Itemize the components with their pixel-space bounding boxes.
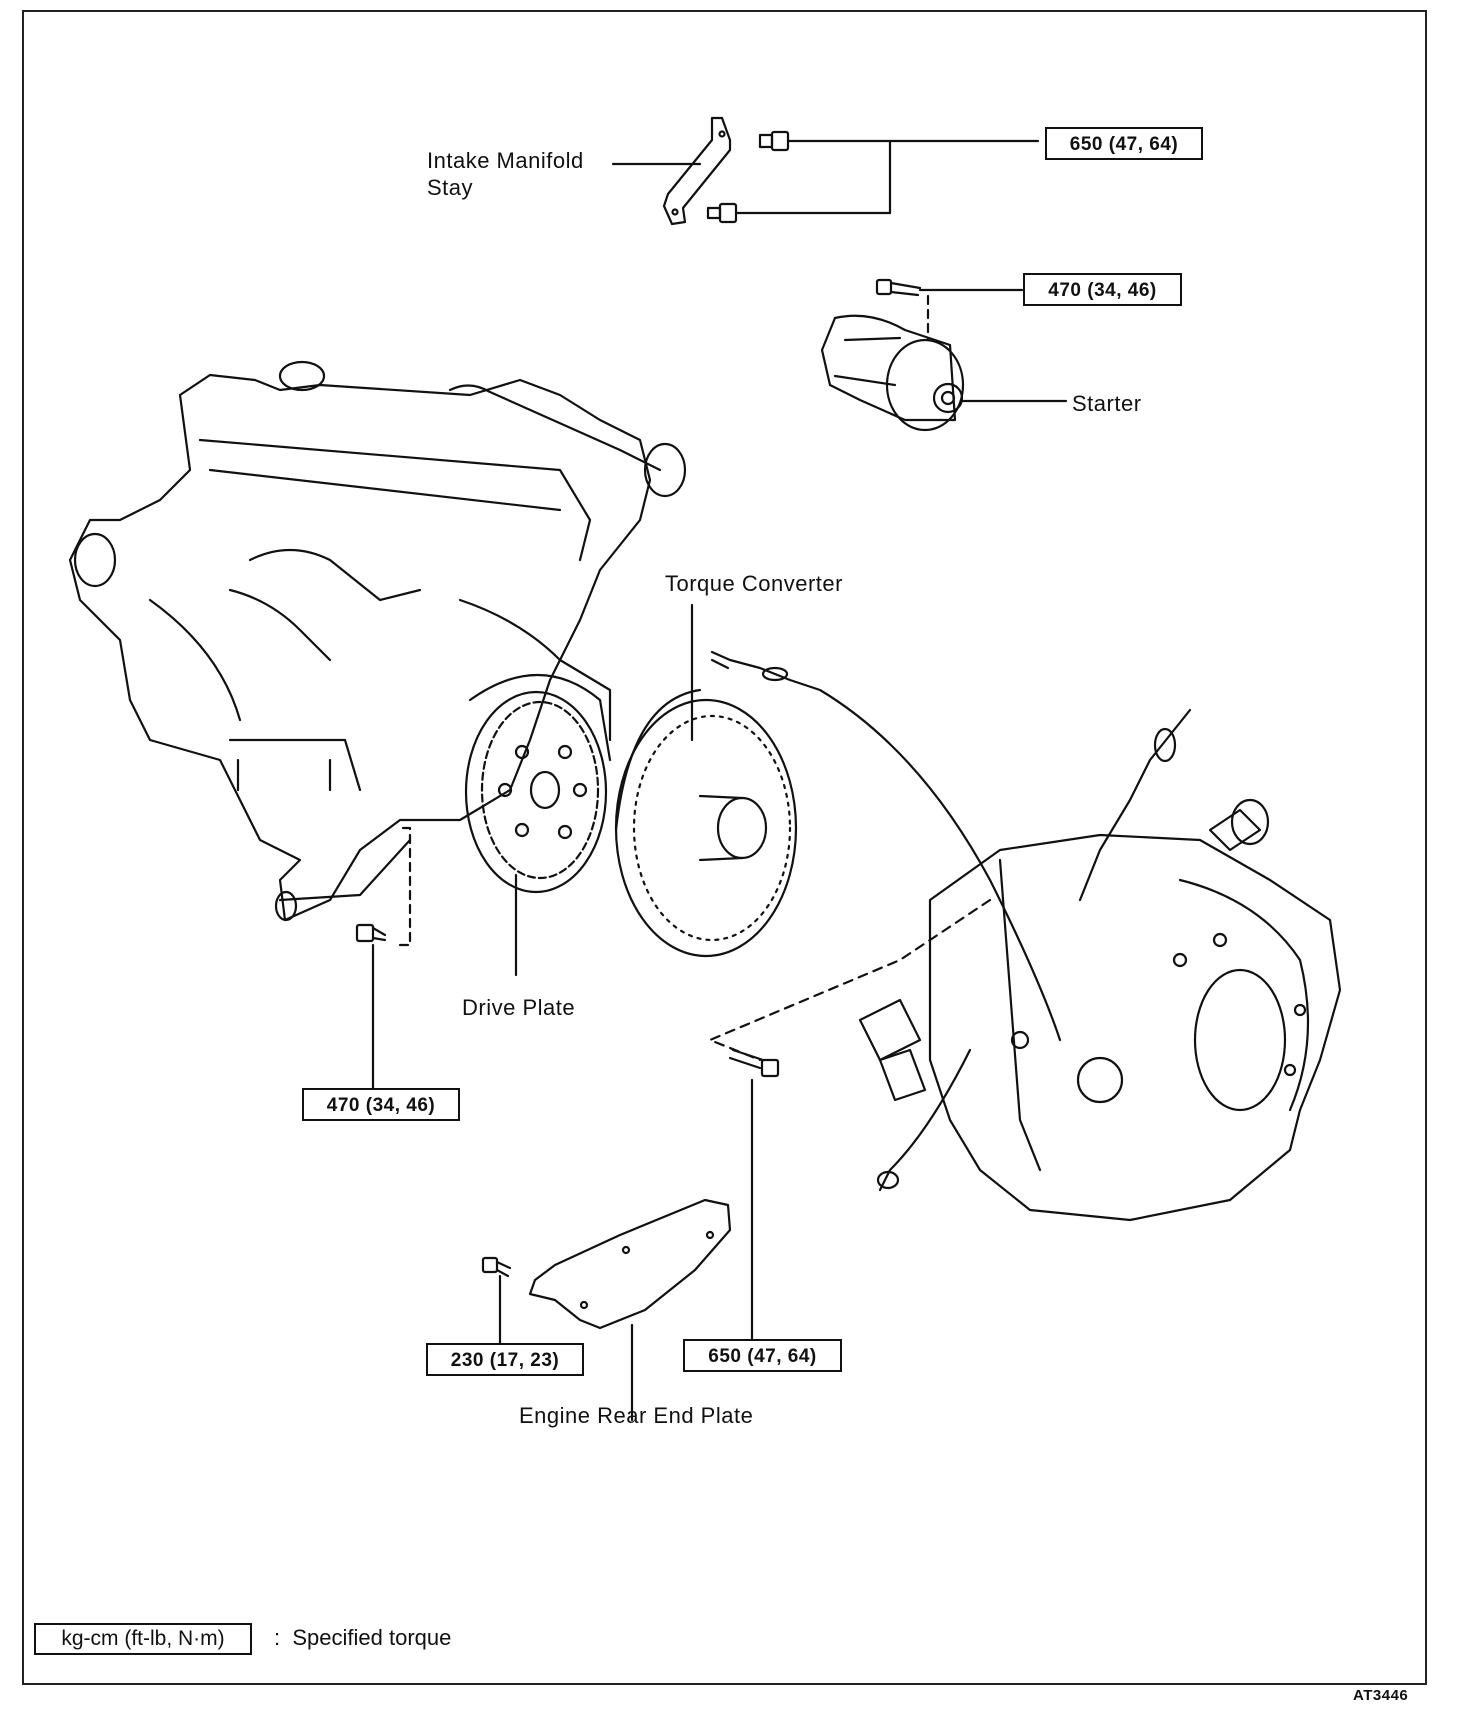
legend-separator: : — [274, 1625, 281, 1650]
rear-end-plate-bolt — [481, 1256, 512, 1352]
legend-text: Specified torque — [292, 1625, 452, 1650]
torque-box-manifold-stay: 650 (47, 64) — [1045, 127, 1203, 160]
drive-plate-part — [464, 674, 612, 894]
engine-rear-end-plate-label: Engine Rear End Plate — [519, 1403, 754, 1428]
starter-bolt — [875, 278, 1024, 342]
torque-converter-part — [614, 688, 798, 958]
torque-box-engine-side: 470 (34, 46) — [302, 1088, 460, 1121]
throttle-cable — [710, 650, 1192, 1042]
figure-reference: AT3446 — [1353, 1687, 1409, 1704]
transaxle-assembly — [858, 798, 1342, 1222]
torque-box-starter: 470 (34, 46) — [1023, 273, 1182, 306]
engine-rear-end-plate-part — [528, 1198, 732, 1422]
torque-converter-label: Torque Converter — [665, 571, 843, 596]
legend-units-box: kg-cm (ft-lb, N·m) — [34, 1623, 252, 1655]
starter-label: Starter — [1072, 391, 1142, 416]
engine-block — [68, 360, 687, 922]
transaxle-locator-line — [708, 898, 992, 1062]
torque-box-transaxle: 650 (47, 64) — [683, 1339, 842, 1372]
intake-manifold-stay-label: Intake Manifold Stay — [427, 148, 584, 200]
drive-plate-label: Drive Plate — [462, 995, 576, 1020]
manifold-stay-bolt-upper — [758, 130, 1040, 152]
legend-description: : Specified torque — [274, 1624, 451, 1652]
figure-frame — [22, 10, 1427, 1685]
manifold-stay-bolt-lower — [706, 139, 892, 224]
engine-side-bolt — [355, 826, 412, 1095]
torque-box-rear-end-plate: 230 (17, 23) — [426, 1343, 584, 1376]
transaxle-bolt — [728, 1048, 780, 1347]
starter-motor — [820, 314, 1068, 432]
intake-manifold-stay-part — [662, 116, 732, 226]
